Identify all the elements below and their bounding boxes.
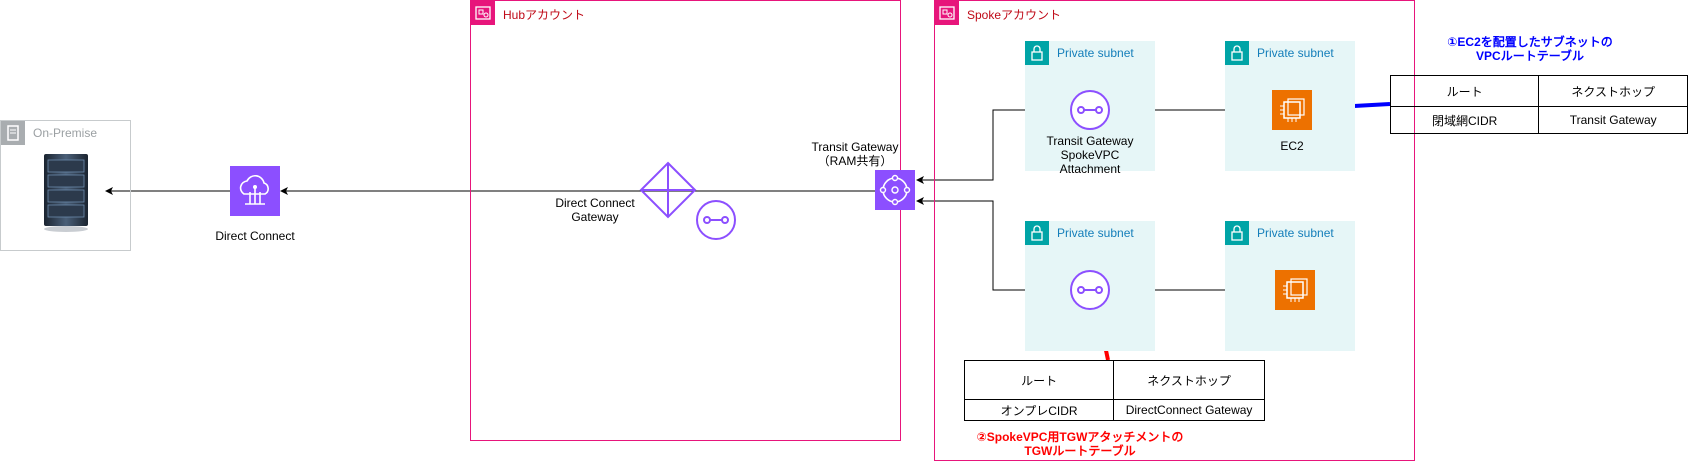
direct-connect-label: Direct Connect xyxy=(215,229,295,243)
spoke-account-label: Spokeアカウント xyxy=(967,8,1062,22)
lock-icon xyxy=(1225,41,1249,65)
route-table-1: ルート ネクストホップ 閉域網CIDR Transit Gateway xyxy=(1389,75,1688,134)
dx-gateway-label: Direct Connect Gateway xyxy=(555,196,635,224)
spoke-account-group: Spokeアカウント xyxy=(934,0,1415,461)
route-table-1-header-route: ルート xyxy=(1389,75,1540,107)
tgw-attachment-top-icon xyxy=(1070,90,1110,130)
route-table-1-note: ①EC2を配置したサブネットの VPCルートテーブル xyxy=(1447,35,1613,63)
tgw-attachment-label: Transit Gateway SpokeVPC Attachment xyxy=(1046,134,1134,176)
subnet-label: Private subnet xyxy=(1257,46,1334,60)
server-rack-group-icon xyxy=(1,121,25,145)
route-table-1-cell-route: 閉域網CIDR xyxy=(1389,106,1540,134)
ec2-label: EC2 xyxy=(1280,139,1304,153)
onprem-label: On-Premise xyxy=(33,126,98,140)
subnet-label: Private subnet xyxy=(1057,46,1134,60)
route-table-2-cell-route: オンプレCIDR xyxy=(963,399,1115,421)
direct-connect-icon xyxy=(230,166,280,216)
transit-gateway-label: Transit Gateway （RAM共有） xyxy=(811,140,899,168)
lock-icon xyxy=(1225,221,1249,245)
ec2-bottom-icon xyxy=(1275,270,1315,310)
lock-icon xyxy=(1025,221,1049,245)
route-table-2: ルート ネクストホップ オンプレCIDR DirectConnect Gatew… xyxy=(963,360,1265,421)
route-table-2-cell-nexthop: DirectConnect Gateway xyxy=(1113,399,1265,421)
account-group-icon xyxy=(935,1,959,25)
route-table-2-header-route: ルート xyxy=(963,360,1115,400)
dx-gateway-icon xyxy=(638,160,698,220)
route-table-1-cell-nexthop: Transit Gateway xyxy=(1538,106,1688,134)
lock-icon xyxy=(1025,41,1049,65)
onprem-group: On-Premise xyxy=(0,120,131,251)
dx-gateway-attachment-icon xyxy=(696,200,736,240)
route-table-2-header-nexthop: ネクストホップ xyxy=(1113,360,1265,400)
server-rack-icon xyxy=(40,152,92,232)
ec2-top-icon xyxy=(1272,90,1312,130)
route-table-1-header-nexthop: ネクストホップ xyxy=(1538,75,1688,107)
tgw-attachment-bottom-icon xyxy=(1070,270,1110,310)
route-table-2-note: ②SpokeVPC用TGWアタッチメントの TGWルートテーブル xyxy=(976,430,1184,458)
account-group-icon xyxy=(471,1,495,25)
hub-account-label: Hubアカウント xyxy=(503,8,586,22)
private-subnet-bottom-right: Private subnet xyxy=(1225,221,1355,351)
hub-account-group: Hubアカウント xyxy=(470,0,901,441)
transit-gateway-icon xyxy=(875,170,915,210)
subnet-label: Private subnet xyxy=(1057,226,1134,240)
subnet-label: Private subnet xyxy=(1257,226,1334,240)
